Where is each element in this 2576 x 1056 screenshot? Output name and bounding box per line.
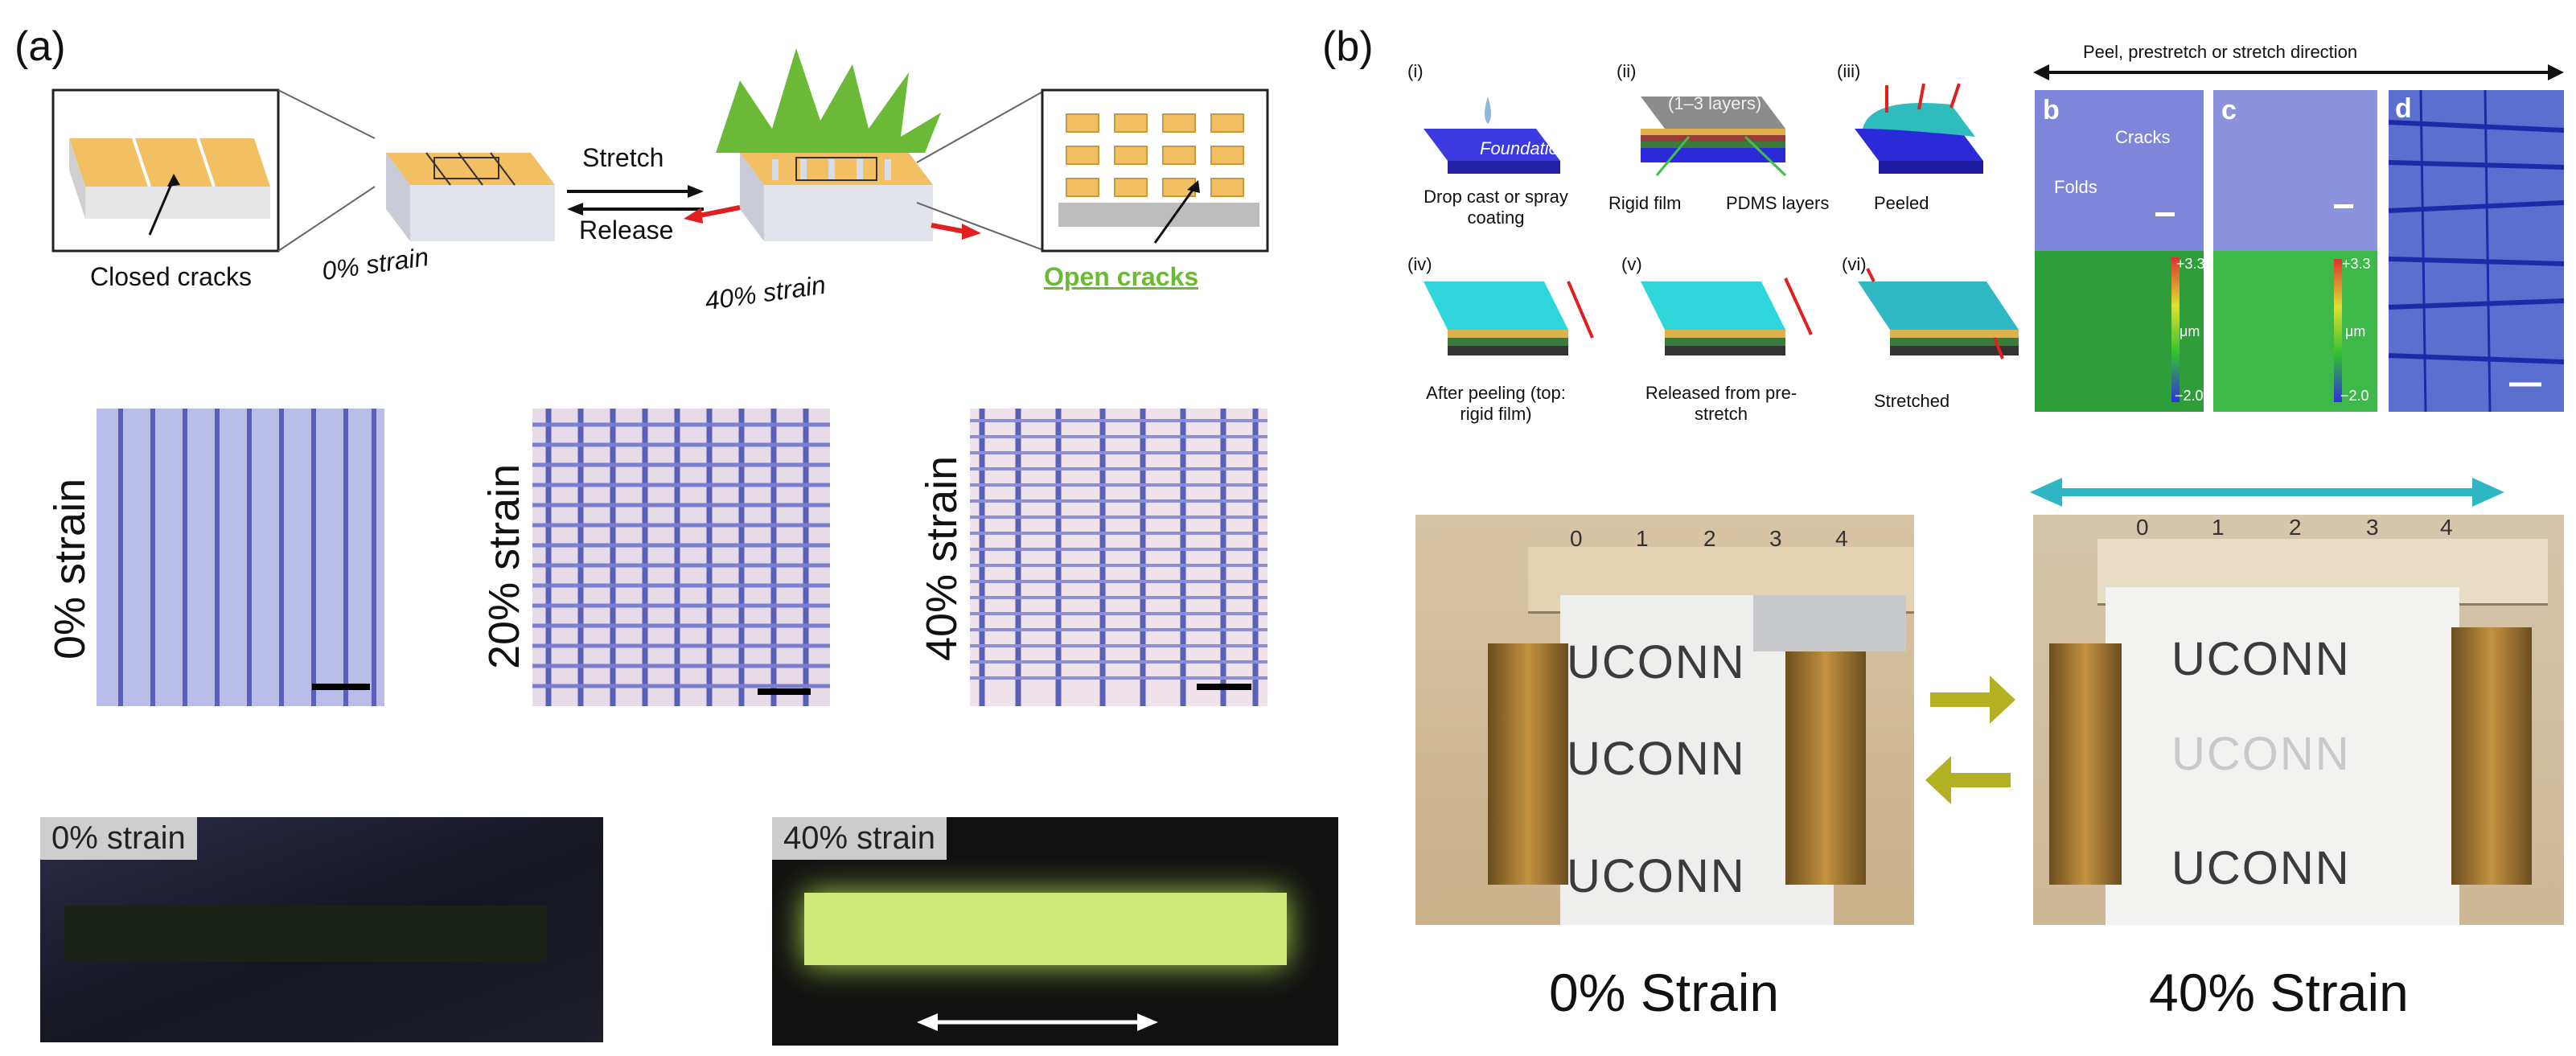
- step-vi-num: (vi): [1842, 254, 1867, 274]
- swap-arrows: [1925, 676, 2015, 804]
- step-iv-caption: After peeling (top: rigid film): [1426, 383, 1566, 424]
- step-iv-after-peeling: [1424, 281, 1594, 355]
- stretch-double-arrow: [917, 1013, 1158, 1031]
- ruler-right-3: 3: [2366, 515, 2379, 540]
- ruler-right-2: 2: [2289, 515, 2302, 540]
- direction-label: Peel, prestretch or stretch direction: [2083, 42, 2358, 62]
- image-b: b Cracks Folds +3.3 μm −2.0: [2035, 90, 2205, 412]
- scale-b-top: +3.3: [2176, 256, 2205, 272]
- micrograph-40-label: 40% strain: [918, 455, 966, 661]
- ruler-left-1: 1: [1636, 526, 1649, 551]
- image-d: [2388, 89, 2565, 413]
- ruler-left-4: 4: [1835, 526, 1848, 551]
- step-i-num: (i): [1407, 61, 1424, 81]
- scale-b-bottom: −2.0: [2175, 388, 2204, 404]
- ruler-right-0: 0: [2136, 515, 2149, 540]
- caption-40-strain: 40% Strain: [2149, 963, 2409, 1022]
- step-iii-caption: Peeled: [1874, 193, 1929, 213]
- photo-40-label: 40% strain: [772, 817, 947, 860]
- block-zero-strain: [386, 152, 555, 241]
- photo-0-strain: 0% strain: [40, 817, 603, 1042]
- ruler-left-3: 3: [1769, 526, 1782, 551]
- step-ii-pdms: PDMS layers: [1726, 193, 1830, 213]
- ruler-left-0: 0: [1570, 526, 1583, 551]
- scale-c-bottom: −2.0: [2340, 388, 2369, 404]
- open-cracks-inset: [1041, 88, 1269, 253]
- step-v-caption: Released from pre-stretch: [1645, 383, 1797, 424]
- folds-label: Folds: [2054, 177, 2097, 197]
- photo-40-strain: 40% strain: [772, 817, 1338, 1046]
- micrograph-20-label: 20% strain: [480, 463, 528, 669]
- step-iv-num: (iv): [1407, 254, 1432, 274]
- image-c-letter: c: [2221, 95, 2237, 125]
- uconn-photo-right: [2033, 515, 2564, 925]
- step-vi-caption: Stretched: [1874, 391, 1950, 411]
- connector-lines-left: [277, 89, 376, 252]
- uconn-right-2: UCONN: [2171, 728, 2351, 780]
- step-ii-caption: (1–3 layers): [1668, 93, 1762, 113]
- image-c: c +3.3 μm −2.0: [2213, 90, 2377, 412]
- micrograph-0-strain: [97, 409, 384, 706]
- block-forty-strain: [684, 153, 981, 241]
- micrograph-20-strain: [532, 409, 830, 706]
- scale-c-unit: μm: [2345, 323, 2366, 339]
- step-ii-num: (ii): [1617, 61, 1637, 81]
- step-vi-stretched: [1858, 268, 2019, 360]
- cracks-label: Cracks: [2115, 127, 2171, 147]
- closed-cracks-inset: [51, 88, 280, 253]
- uconn-right-3: UCONN: [2171, 842, 2351, 894]
- ruler-right-1: 1: [2212, 515, 2225, 540]
- caption-0-strain: 0% Strain: [1549, 963, 1780, 1022]
- ruler-left-2: 2: [1703, 526, 1716, 551]
- step-ii-rigid: Rigid film: [1608, 193, 1682, 213]
- strain-right-label: 40% strain: [703, 269, 828, 316]
- closed-cracks-label: Closed cracks: [90, 262, 252, 291]
- step-ii-layers: [1641, 97, 1787, 177]
- connector-lines-right: [916, 89, 1046, 252]
- panel-a-label: (a): [14, 23, 66, 70]
- step-i-caption: Drop cast or spray coating: [1424, 187, 1568, 228]
- ruler-right-4: 4: [2440, 515, 2453, 540]
- uconn-left-2: UCONN: [1567, 733, 1746, 785]
- uconn-photo-left: [1415, 515, 1914, 925]
- step-v-released: [1641, 277, 1813, 355]
- image-b-letter: b: [2043, 95, 2060, 125]
- step-v-num: (v): [1621, 254, 1642, 274]
- step-iii-num: (iii): [1837, 61, 1861, 81]
- micrograph-40-strain: [970, 409, 1267, 706]
- scale-c-top: +3.3: [2342, 256, 2371, 272]
- step-iii-peeled: [1855, 83, 1983, 174]
- direction-double-arrow: [2033, 64, 2564, 80]
- photo-0-label: 0% strain: [40, 817, 197, 860]
- uconn-right-1: UCONN: [2171, 633, 2351, 685]
- open-cracks-label: Open cracks: [1044, 262, 1199, 291]
- uconn-left-1: UCONN: [1567, 636, 1746, 688]
- light-emission-burst: [716, 48, 941, 153]
- release-label: Release: [579, 216, 674, 244]
- stretch-release-arrows: [567, 185, 704, 216]
- micrograph-0-label: 0% strain: [46, 478, 94, 659]
- stretch-label: Stretch: [582, 143, 664, 172]
- panel-b-label: (b): [1322, 23, 1374, 70]
- stretch-teal-arrow: [2030, 478, 2504, 507]
- uconn-left-3: UCONN: [1567, 850, 1746, 902]
- scale-b-unit: μm: [2180, 323, 2200, 339]
- step-i-sub: Foundation: [1480, 138, 1569, 158]
- image-d-letter: d: [2395, 93, 2412, 124]
- step-i-drop-cast: [1424, 97, 1560, 174]
